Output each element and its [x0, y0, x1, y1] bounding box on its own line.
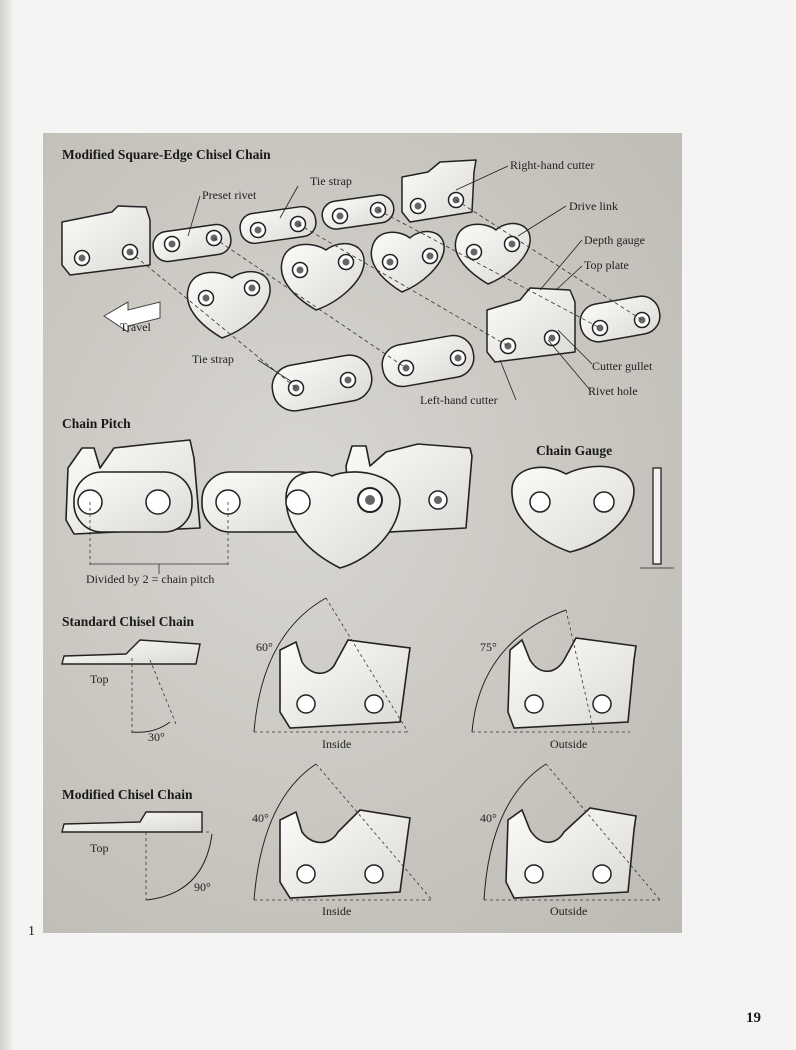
- label-divided-by-2: Divided by 2 = chain pitch: [86, 572, 215, 586]
- leader-lines: [187, 165, 593, 401]
- label-top-standard: Top: [90, 672, 109, 686]
- label-inside-standard: Inside: [322, 737, 352, 751]
- label-drive-link: Drive link: [569, 199, 618, 213]
- standard-inside-cutter: [279, 639, 411, 729]
- heading-standard-chisel: Standard Chisel Chain: [62, 614, 195, 629]
- alignment-lines: [129, 199, 643, 389]
- label-right-hand-cutter: Right-hand cutter: [510, 158, 595, 172]
- pitch-strap-1: [73, 471, 193, 533]
- tie-strap-4: [271, 354, 373, 412]
- modified-side-views: [279, 807, 637, 899]
- gauge-edge-view: [652, 467, 662, 565]
- gauge-drive-link: [511, 465, 635, 553]
- chain-pitch-drawing: [65, 439, 473, 569]
- pitch-drive-link: [285, 471, 401, 569]
- cutter-link-left: [61, 205, 151, 276]
- page-spine-shadow: [0, 0, 14, 1050]
- travel-arrow-icon: [103, 301, 161, 333]
- drive-link-1: [186, 271, 271, 339]
- heading-modified-square-edge: Modified Square-Edge Chisel Chain: [62, 147, 271, 162]
- label-travel: Travel: [120, 320, 151, 334]
- drive-link-2: [280, 243, 365, 311]
- modified-inside-cutter: [279, 809, 411, 899]
- heading-modified-chisel: Modified Chisel Chain: [62, 787, 193, 802]
- standard-top-view: [61, 639, 201, 665]
- label-angle-30: 30°: [148, 730, 165, 744]
- label-outside-standard: Outside: [550, 737, 588, 751]
- modified-top-view: [61, 811, 203, 833]
- label-angle-75: 75°: [480, 640, 497, 654]
- label-angle-90: 90°: [194, 880, 211, 894]
- page-number: 19: [746, 1010, 761, 1026]
- modified-outside-cutter: [505, 807, 637, 899]
- margin-number: 1: [28, 924, 35, 939]
- label-tie-strap-top: Tie strap: [310, 174, 352, 188]
- cutter-link-right-top: [401, 159, 477, 223]
- label-angle-40-outside: 40°: [480, 811, 497, 825]
- label-rivet-hole: Rivet hole: [588, 384, 638, 398]
- label-inside-modified: Inside: [322, 904, 352, 918]
- heading-chain-pitch: Chain Pitch: [62, 416, 131, 431]
- label-cutter-gullet: Cutter gullet: [592, 359, 653, 373]
- label-depth-gauge: Depth gauge: [584, 233, 645, 247]
- label-top-modified: Top: [90, 841, 109, 855]
- label-angle-60: 60°: [256, 640, 273, 654]
- label-tie-strap-bottom: Tie strap: [192, 352, 234, 366]
- label-top-plate: Top plate: [584, 258, 629, 272]
- label-angle-40-inside: 40°: [252, 811, 269, 825]
- heading-chain-gauge: Chain Gauge: [536, 443, 613, 458]
- standard-outside-cutter: [507, 637, 637, 729]
- label-left-hand-cutter: Left-hand cutter: [420, 393, 498, 407]
- cutter-link-lower: [486, 287, 576, 363]
- label-outside-modified: Outside: [550, 904, 588, 918]
- pitch-dimension: [89, 502, 229, 574]
- label-preset-rivet: Preset rivet: [202, 188, 257, 202]
